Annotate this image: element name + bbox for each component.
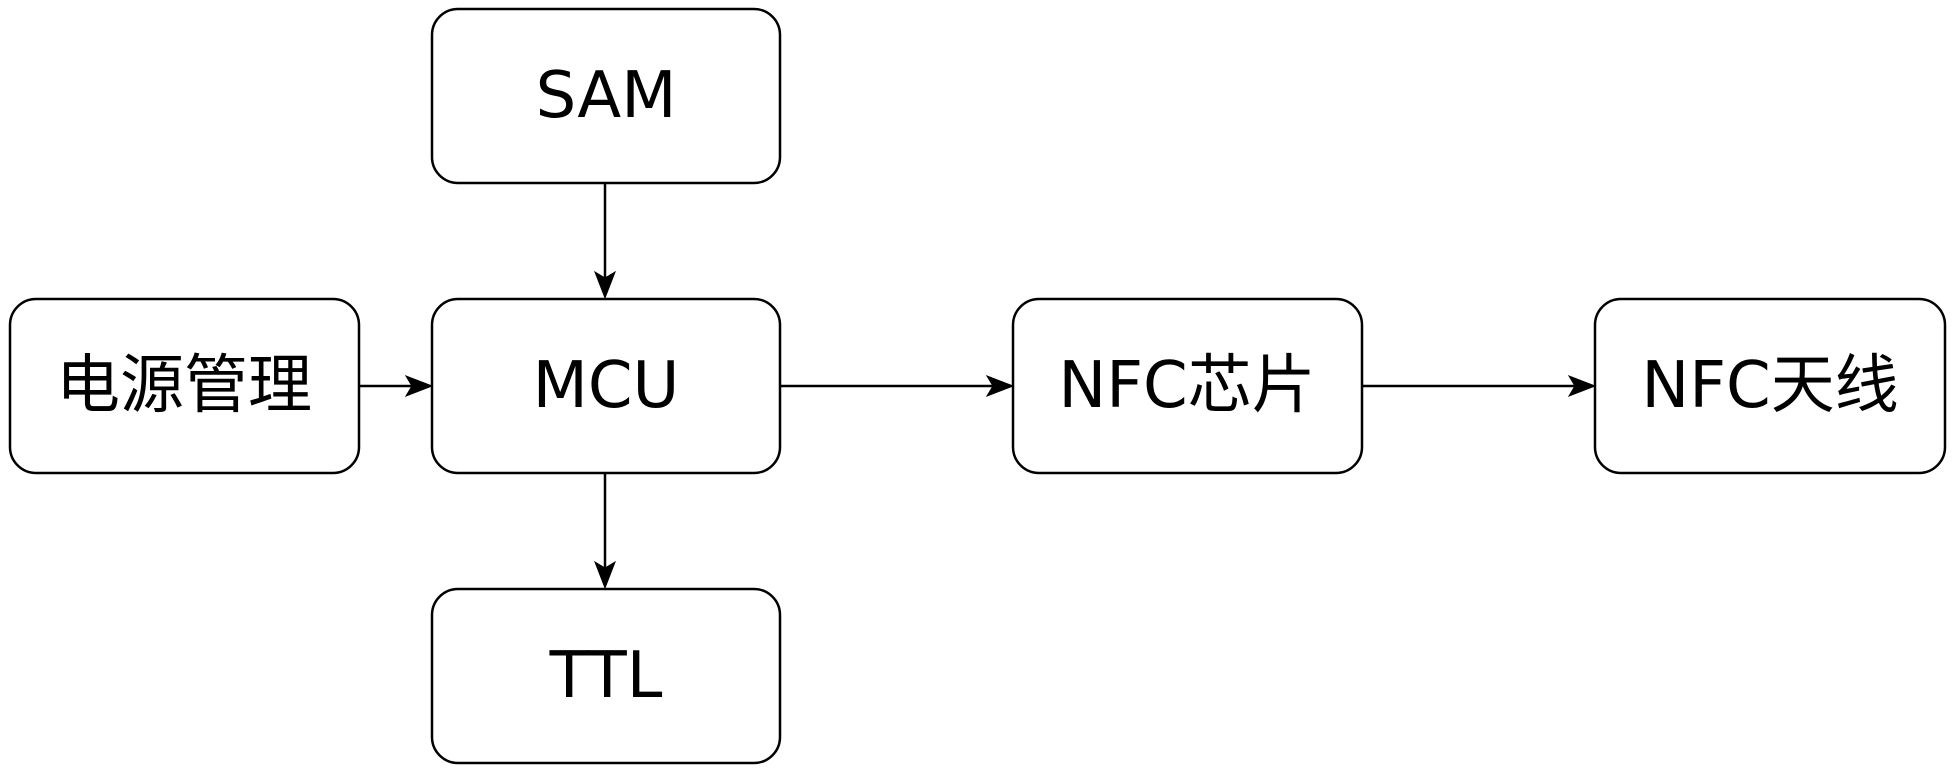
edges — [359, 183, 1597, 590]
node-nfc-chip-box — [1011, 297, 1364, 475]
node-power-management-box — [8, 297, 361, 475]
node-ttl: TTL — [430, 587, 782, 765]
node-mcu: MCU — [430, 297, 782, 475]
node-sam-box — [430, 7, 782, 185]
node-power-management-label: 电源管理 — [56, 349, 312, 423]
node-power-management: 电源管理 — [8, 297, 361, 475]
arrowhead-mcu-to-nfc-chip — [985, 375, 1015, 397]
node-mcu-box — [430, 297, 782, 475]
node-nfc-antenna-box — [1593, 297, 1947, 475]
arrowhead-mcu-to-ttl — [594, 560, 616, 590]
node-nfc-antenna: NFC天线 — [1593, 297, 1947, 475]
node-ttl-box — [430, 587, 782, 765]
node-ttl-label: TTL — [549, 639, 663, 713]
arrowhead-sam-to-mcu — [594, 270, 616, 300]
arrowhead-power-to-mcu — [404, 375, 434, 397]
arrowhead-nfc-chip-to-nfc-antenna — [1567, 375, 1597, 397]
node-mcu-label: MCU — [533, 349, 680, 423]
node-sam: SAM — [430, 7, 782, 185]
node-sam-label: SAM — [536, 59, 677, 133]
node-nfc-chip: NFC芯片 — [1011, 297, 1364, 475]
node-nfc-antenna-label: NFC天线 — [1641, 349, 1898, 423]
node-nfc-chip-label: NFC芯片 — [1058, 349, 1315, 423]
